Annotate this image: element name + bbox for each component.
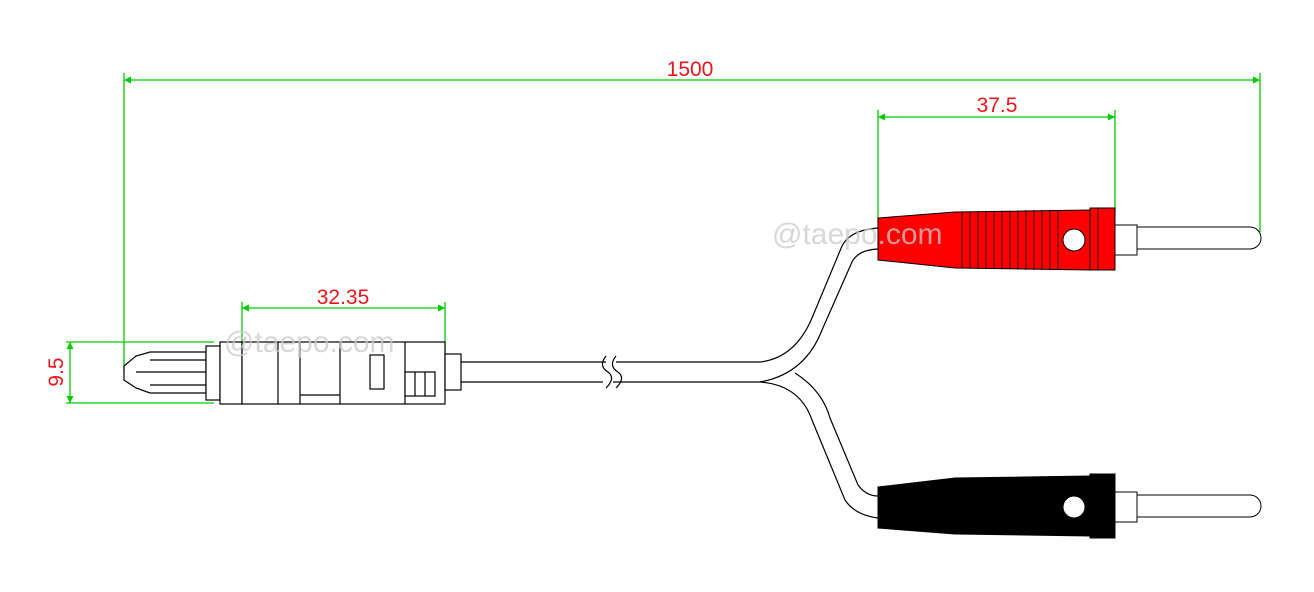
connector-length-label: 32.35: [317, 286, 370, 309]
dimension-plug-body-length: [877, 110, 1116, 222]
red-banana-plug: [877, 207, 1262, 271]
connector-height-label: 9.5: [45, 357, 68, 386]
cable: [461, 227, 879, 519]
watermark: @taepo.com: [772, 218, 943, 251]
overall-length-label: 1500: [667, 58, 714, 81]
black-banana-plug: [877, 473, 1262, 539]
red-plug-pin: [1136, 226, 1262, 250]
black-plug-hole: [1062, 495, 1086, 519]
fiber-connector: [123, 341, 462, 405]
dimension-overall-length: [123, 73, 1261, 372]
dimension-connector-height: [66, 341, 214, 404]
black-plug-pin: [1136, 494, 1262, 518]
plug-body-length-label: 37.5: [977, 94, 1018, 117]
red-plug-hole: [1062, 228, 1086, 252]
red-plug-ribs: [961, 210, 1059, 270]
watermark: @taepo.com: [224, 326, 395, 359]
